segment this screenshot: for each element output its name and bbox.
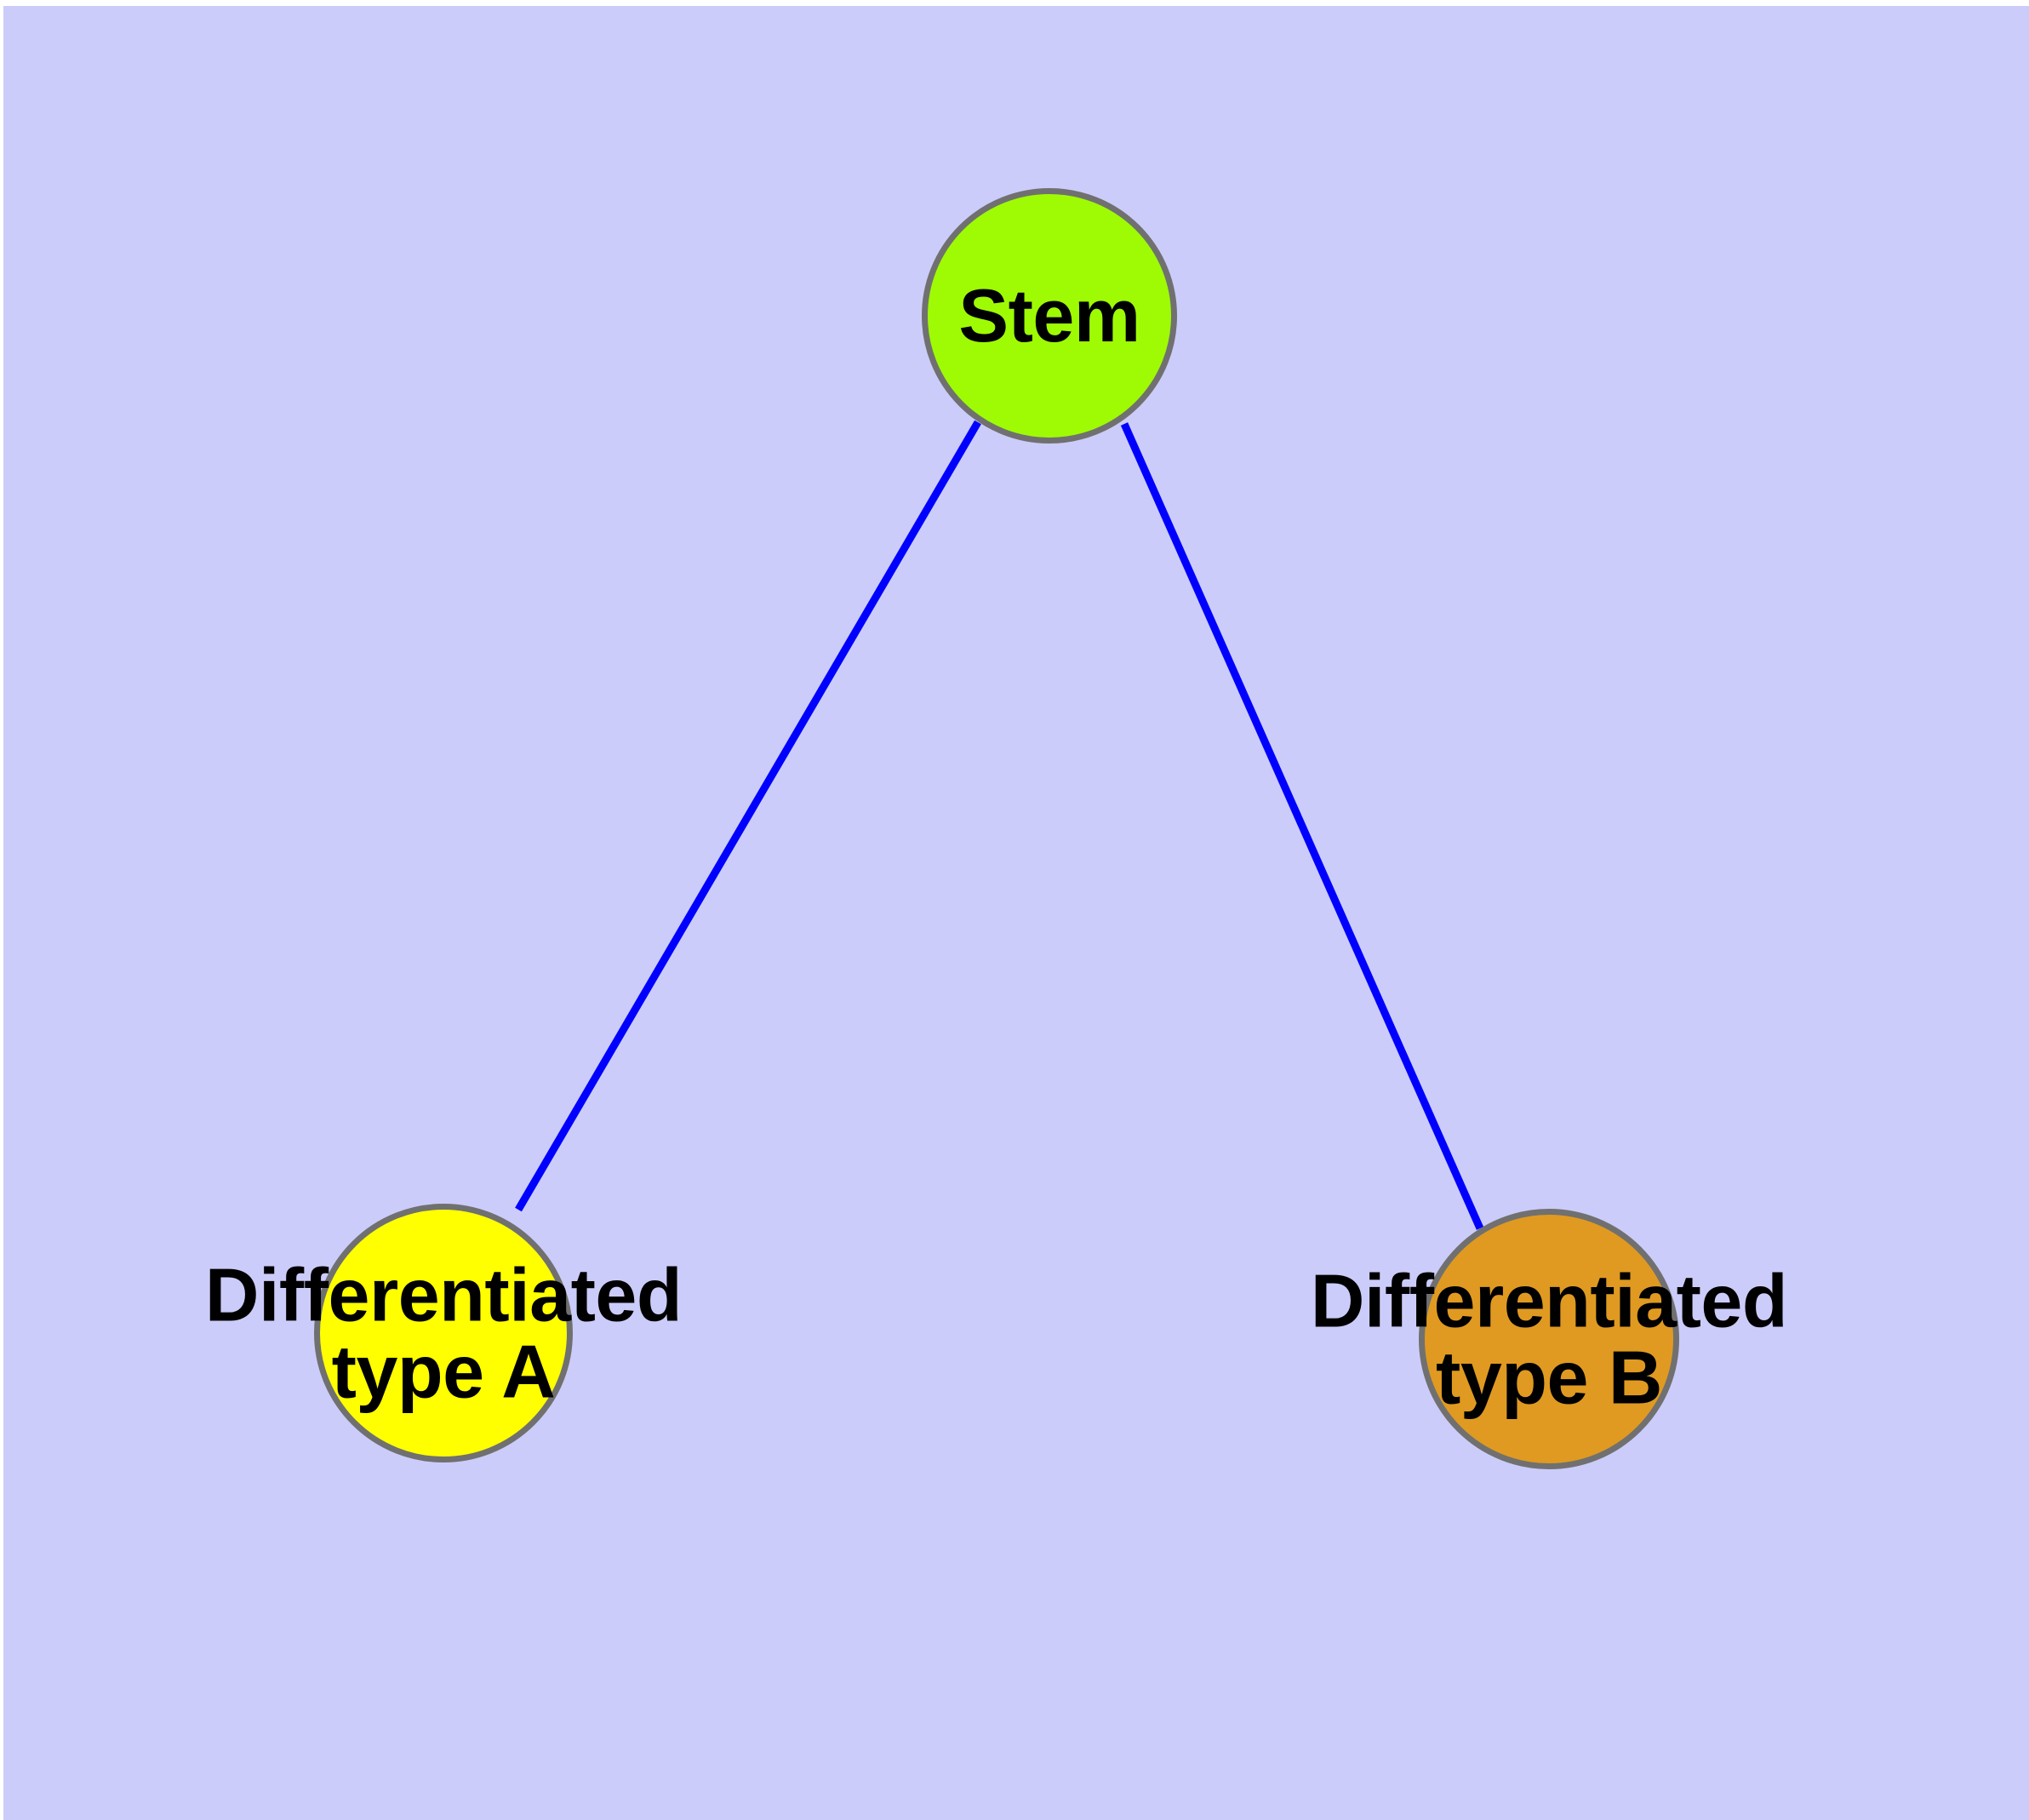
node-differentiated-type-b[interactable]: Differentiated type B — [1311, 1209, 1788, 1469]
node-stem[interactable]: Stem — [922, 188, 1177, 444]
node-differentiated-type-a[interactable]: Differentiated type A — [205, 1204, 683, 1462]
node-stem-label: Stem — [958, 273, 1140, 358]
